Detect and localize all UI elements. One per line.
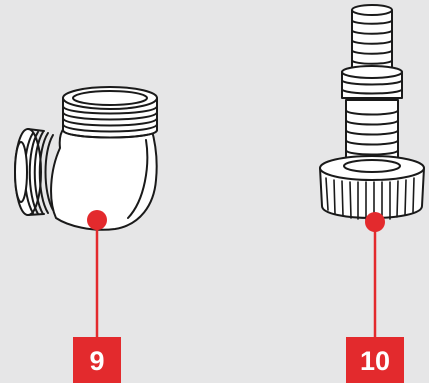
top-thread	[62, 86, 158, 139]
hose-barb-adapter-icon	[319, 4, 425, 221]
callout-label-10: 10	[360, 346, 390, 376]
callout-10: 10	[346, 212, 404, 383]
knurl-lines	[325, 177, 415, 221]
elbow-connector-icon	[14, 86, 158, 231]
callout-label-9: 9	[89, 346, 104, 376]
callout-9: 9	[73, 210, 121, 383]
side-thread	[14, 128, 54, 216]
